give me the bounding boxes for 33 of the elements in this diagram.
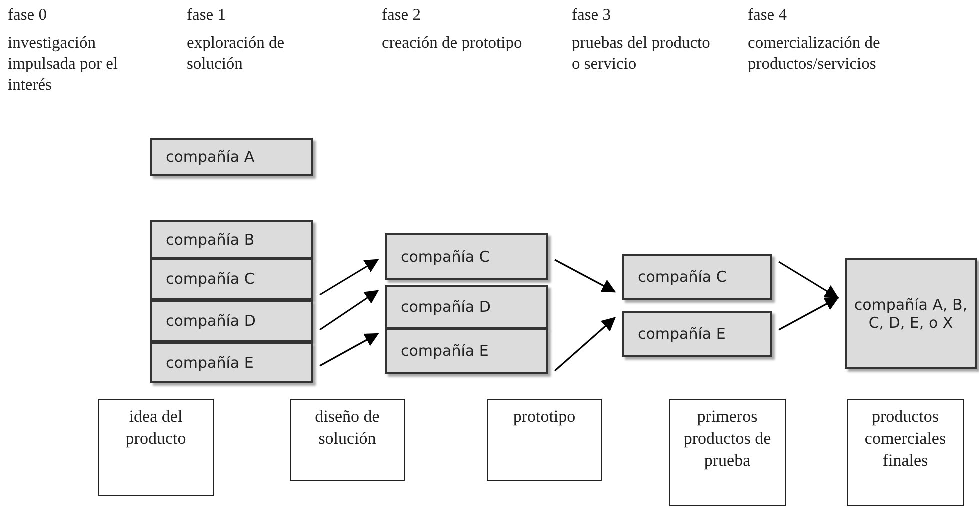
phase-heading: fase 2 — [382, 4, 422, 25]
arrow — [778, 297, 840, 331]
outcome-box: primeros productos de prueba — [669, 399, 786, 506]
arrow — [554, 259, 616, 293]
phase-heading: fase 3 — [572, 4, 612, 25]
arrow — [554, 317, 616, 372]
phase-description: pruebas del producto o servicio — [572, 32, 712, 74]
phase-description: investigación impulsada por el interés — [8, 32, 119, 95]
company-box: compañía D — [150, 300, 313, 342]
phase-heading: fase 4 — [748, 4, 788, 25]
company-box: compañía A, B, C, D, E, o X — [845, 258, 977, 369]
company-box: compañía C — [622, 254, 772, 300]
company-box: compañía E — [385, 328, 548, 374]
arrow — [320, 333, 380, 367]
outcome-box: diseño de solución — [290, 399, 405, 481]
company-box: compañía E — [622, 311, 772, 357]
phase-description: comercialización de productos/servicios — [748, 32, 882, 74]
outcome-box: productos comerciales finales — [847, 399, 964, 506]
company-box: compañía E — [150, 342, 313, 383]
arrow — [320, 290, 380, 331]
outcome-box: idea del producto — [98, 399, 214, 496]
company-box: compañía D — [385, 285, 548, 329]
phase-description: exploración de solución — [187, 32, 286, 74]
company-box: compañía C — [150, 258, 313, 300]
phase-heading: fase 0 — [8, 4, 48, 25]
company-box: compañía C — [385, 233, 548, 280]
phase-description: creación de prototipo — [382, 32, 524, 53]
outcome-box: prototipo — [487, 399, 602, 481]
company-box: compañía A — [150, 138, 313, 176]
company-box: compañía B — [150, 220, 313, 259]
arrow — [320, 259, 380, 296]
phase-heading: fase 1 — [187, 4, 227, 25]
arrow — [778, 261, 840, 299]
